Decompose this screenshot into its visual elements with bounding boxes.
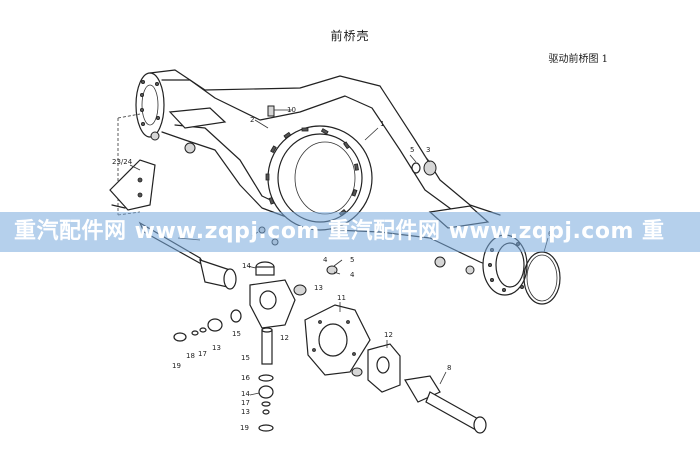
leader-lines [129,109,549,396]
callout-5: 5 [410,146,414,154]
callout-3: 3 [426,146,430,154]
callout-17b: 17 [241,399,250,407]
callout-19: 19 [172,362,181,370]
callout-13: 13 [314,284,323,292]
watermark-text: 重汽配件网 www.zqpj.com 重汽配件网 www.zqpj.com 重 [14,219,665,244]
bushing [207,318,223,332]
callout-4: 4 [350,271,355,279]
callout-1: 1 [380,120,384,128]
callout-8: 8 [447,364,451,372]
steering-knuckle [351,343,401,393]
callout-13c: 13 [241,408,250,416]
mounting-bracket [109,159,156,211]
diagram-title: 前桥壳 [330,29,370,43]
right-axle-shaft [404,375,487,434]
knuckle-housing [304,304,371,376]
callout-19b: 19 [240,424,249,432]
callout-10: 10 [287,106,296,114]
callout-16: 16 [241,374,250,382]
washer [411,162,421,174]
callout-5b: 5 [350,256,354,264]
callout-11: 11 [337,294,346,302]
washer [261,401,271,407]
callout-4b: 4 [323,256,328,264]
callout-12: 12 [384,331,393,339]
cap-ring [258,424,274,432]
callout-2: 2 [250,116,254,124]
callout-17: 17 [198,350,207,358]
breather-valve [267,105,275,117]
gasket-ring [523,251,561,305]
diagram-subtitle: 驱动前桥图 1 [548,54,608,65]
callout-13b: 13 [212,344,221,352]
callout-23-24: 23/24 [112,158,133,166]
callout-14b: 14 [241,390,250,398]
washer [262,409,270,415]
watermark-banner: 重汽配件网 www.zqpj.com 重汽配件网 www.zqpj.com 重 [0,212,700,252]
left-flange [135,72,165,138]
king-pin [261,329,273,365]
axle-housing [135,69,561,305]
callout-18: 18 [186,352,195,360]
filler-plug [423,160,437,176]
callout-15: 15 [241,354,250,362]
callout-12b: 12 [280,334,289,342]
steering-knuckle-joint [230,279,307,329]
callout-14: 14 [242,262,251,270]
seal-ring [258,374,274,382]
left-spring-seat [168,107,227,129]
bushing-lower [258,385,274,399]
callout-15b: 15 [232,330,241,338]
callout-labels: 1 2 3 4 5 5 4 6 7 8 10 11 12 12 13 13 13… [112,106,553,432]
